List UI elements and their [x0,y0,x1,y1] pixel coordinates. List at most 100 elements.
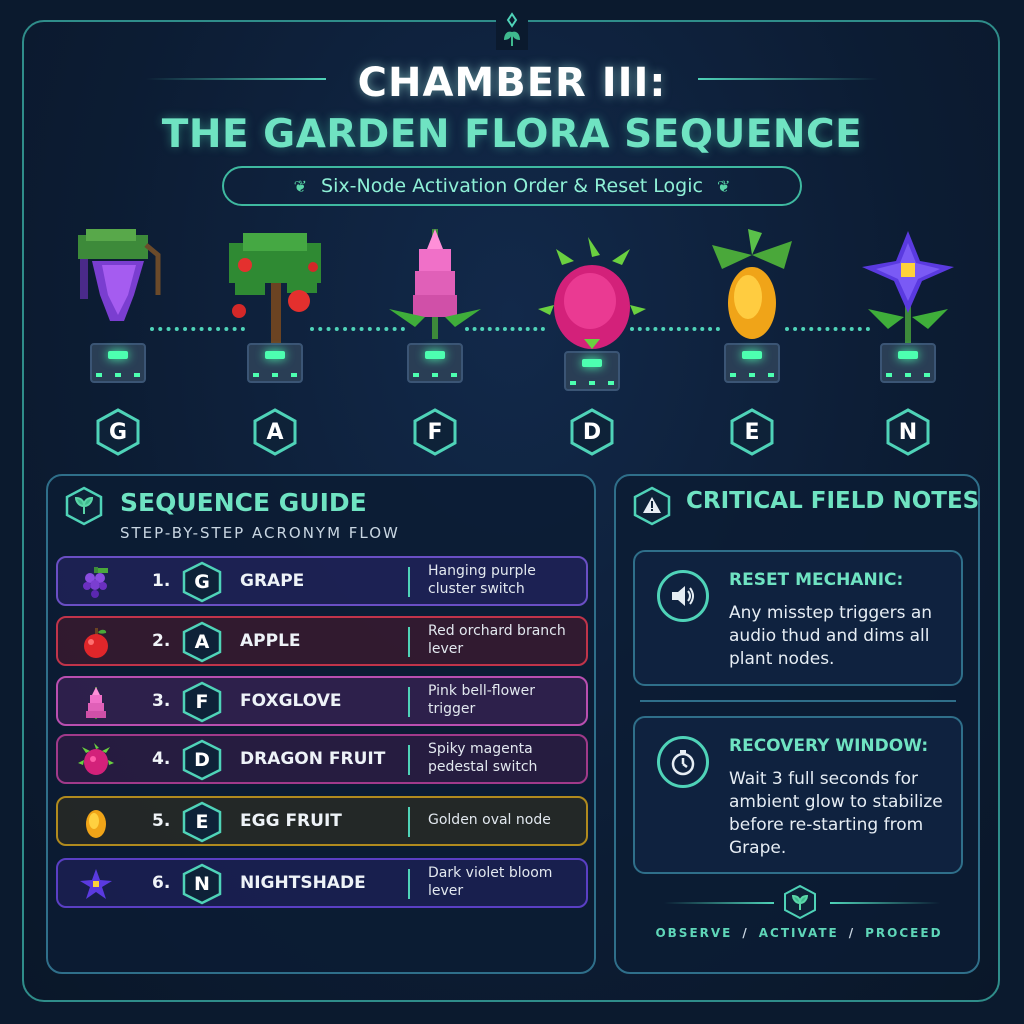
foxglove-icon [78,685,114,721]
grape-vine-icon [78,565,114,601]
step-description: Golden oval node [428,812,551,828]
node-apple[interactable]: A [215,225,335,465]
page-subtitle-heading: THE GARDEN FLORA SEQUENCE [161,112,863,157]
leaf-crest-icon [496,10,528,50]
footer-separator: / [848,926,856,940]
row-divider [408,807,410,837]
step-name: NIGHTSHADE [240,873,366,893]
title-rule-right [698,78,878,80]
row-divider [408,687,410,717]
node-letter: F [427,419,443,445]
node-dragon-fruit[interactable]: D [532,225,652,465]
node-letter: A [266,419,284,445]
dragon-fruit-icon [78,743,114,779]
foxglove-icon [389,229,481,339]
step-letter-badge: A [182,621,222,663]
node-connector [465,327,545,331]
node-connector [310,327,405,331]
step-number: 4. [152,749,171,769]
leaf-icon: ❦ [716,176,731,196]
node-badge-n: N [886,408,930,456]
node-badge-a: A [253,408,297,456]
step-letter-badge: F [182,681,222,723]
step-description: Dark violet bloom lever [428,865,553,899]
guide-title: SEQUENCE GUIDE [120,488,367,517]
step-description: Pink bell-flower trigger [428,683,535,717]
step-letter: F [195,691,209,713]
stopwatch-icon [657,736,709,788]
sprout-emblem-icon [782,884,818,920]
step-number: 2. [152,631,171,651]
step-letter-badge: N [182,863,222,905]
step-name: GRAPE [240,571,305,591]
step-letter: A [194,631,210,653]
footer-separator: / [742,926,749,940]
egg-fruit-icon [78,805,114,841]
step-description: Spiky magenta pedestal switch [428,741,538,775]
row-divider [408,869,410,899]
subtitle-text: Six-Node Activation Order & Reset Logic [321,175,703,197]
node-badge-d: D [570,408,614,456]
row-divider [408,627,410,657]
node-pedestal [247,343,303,383]
reset-text: Any misstep triggers an audio thud and d… [729,603,933,669]
step-number: 3. [152,691,171,711]
node-pedestal [90,343,146,383]
row-divider [408,567,410,597]
apple-tree-icon [229,233,321,345]
node-badge-g: G [96,408,140,456]
sprout-badge-icon [64,486,104,526]
step-number: 6. [152,873,171,893]
title-rule-left [146,78,326,80]
step-number: 5. [152,811,171,831]
sequence-row-f: 3. F FOXGLOVE Pink bell-flower trigger [56,676,588,726]
recovery-window-card: RECOVERY WINDOW: Wait 3 full seconds for… [633,716,963,874]
node-foxglove[interactable]: F [375,225,495,465]
reset-title: RESET MECHANIC: [729,570,904,590]
notes-title: CRITICAL FIELD NOTES [686,488,980,514]
node-badge-e: E [730,408,774,456]
speaker-icon [657,570,709,622]
node-connector [150,327,245,331]
plant-node-row: G A [0,225,1024,465]
node-pedestal [724,343,780,383]
node-letter: G [108,419,128,445]
nightshade-icon [862,231,954,345]
leaf-icon: ❦ [293,176,308,196]
step-letter: D [194,749,210,771]
step-description: Hanging purple cluster switch [428,563,536,597]
node-connector [630,327,720,331]
node-letter: D [582,419,602,445]
step-letter-badge: E [182,801,222,843]
node-nightshade[interactable]: N [848,225,968,465]
step-letter-badge: D [182,739,222,781]
step-name: EGG FRUIT [240,811,342,831]
node-connector [785,327,870,331]
step-name: APPLE [240,631,301,651]
footer-rule-left [664,902,774,904]
node-letter: N [898,419,918,445]
row-divider [408,745,410,775]
node-pedestal [564,351,620,391]
dragon-fruit-icon [538,237,646,349]
apple-tree-icon [78,625,114,661]
sequence-row-e: 5. E EGG FRUIT Golden oval node [56,796,588,846]
footer-word: OBSERVE [655,926,733,940]
reset-mechanic-card: RESET MECHANIC: Any misstep triggers an … [633,550,963,686]
step-name: DRAGON FRUIT [240,749,386,769]
node-egg-fruit[interactable]: E [692,225,812,465]
node-grape[interactable]: G [58,225,178,465]
footer-word: PROCEED [865,926,943,940]
node-badge-f: F [413,408,457,456]
step-number: 1. [152,571,171,591]
step-name: FOXGLOVE [240,691,342,711]
recovery-title: RECOVERY WINDOW: [729,736,929,756]
notes-divider [640,700,956,702]
footer-rule-right [830,902,940,904]
node-pedestal [880,343,936,383]
sequence-row-d: 4. D DRAGON FRUIT Spiky magenta pedestal sw… [56,734,588,784]
recovery-text: Wait 3 full seconds for ambient glow to … [729,769,943,858]
step-letter: N [194,873,210,895]
footer-word: ACTIVATE [758,926,839,940]
